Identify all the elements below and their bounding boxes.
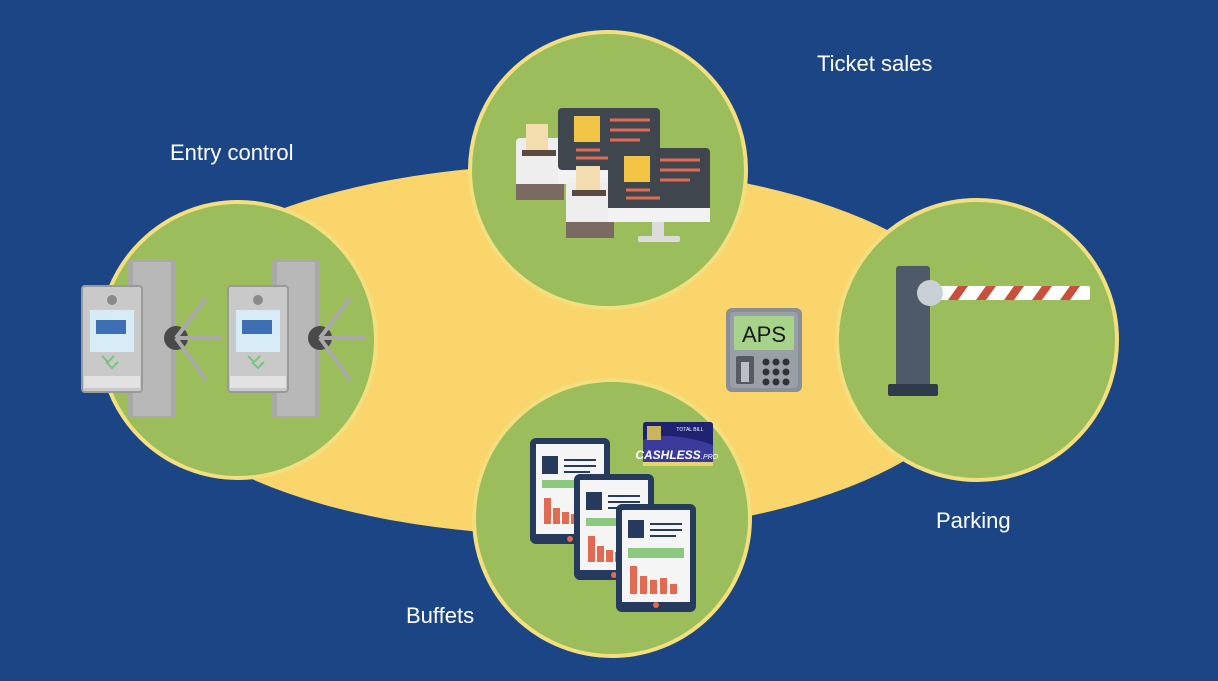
parking-barrier-icon [888, 266, 1090, 396]
tablet-pos-icon [530, 438, 696, 612]
entry-control-label: Entry control [170, 140, 294, 165]
aps-label: APS [742, 322, 786, 347]
parking-label: Parking [936, 508, 1011, 533]
parking-circle [835, 198, 1119, 482]
card-small-text: TOTAL BILL [676, 427, 703, 433]
turnstile-icon [81, 260, 366, 418]
card-brand-text: CASHLESS [635, 448, 700, 462]
buffets-label: Buffets [406, 603, 475, 628]
ticket-sales-label: Ticket sales [817, 51, 933, 76]
cashless-card-icon: TOTAL BILL CASHLESS .PRO [635, 422, 719, 466]
aps-terminal-icon: APS [726, 308, 802, 392]
ticket-terminal-icon [516, 108, 710, 242]
card-suffix-text: .PRO [701, 454, 719, 461]
